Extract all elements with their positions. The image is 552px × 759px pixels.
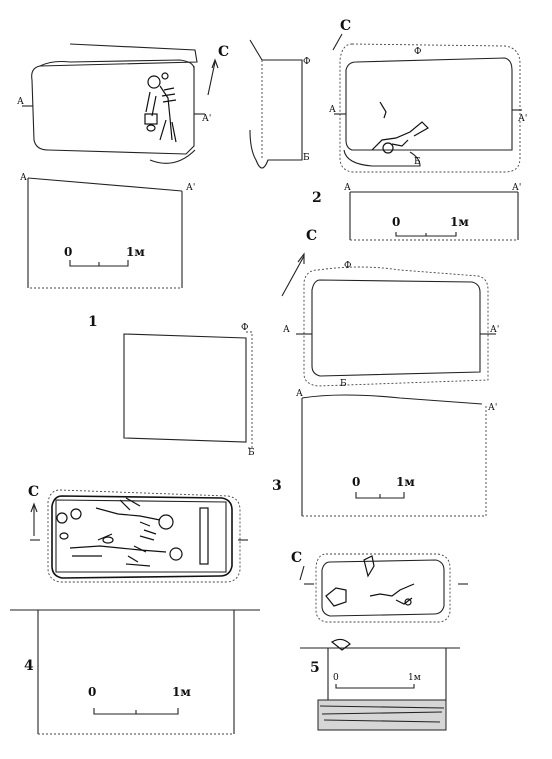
figure-1: А А' С А А' 0 1м 1 <box>17 43 229 330</box>
north-arrow-icon <box>281 252 305 297</box>
figure-3-profile: Ф Б <box>123 323 255 458</box>
figure-4: С 0 1м 4 <box>10 484 260 735</box>
figure-1-plan-label-left: А <box>17 97 24 107</box>
figure-2-north-label: С <box>340 18 351 34</box>
figure-3-scale-one: 1м <box>396 475 415 489</box>
figure-5-scale-one: 1м <box>408 673 421 683</box>
figure-3-plan-label-right: А' <box>490 325 499 335</box>
north-arrow-icon <box>332 33 343 51</box>
figure-3-scale-zero: 0 <box>352 475 360 489</box>
north-arrow-icon <box>30 502 38 536</box>
figure-3-number: 3 <box>272 478 282 494</box>
figure-4-plan <box>30 489 248 583</box>
figure-3-scale-bar <box>355 492 405 499</box>
figure-5: С 0 1м 5 <box>291 550 468 731</box>
figure-5-north-label: С <box>291 550 302 566</box>
figure-2-section <box>349 191 519 241</box>
figure-2-number: 2 <box>312 190 322 206</box>
north-arrow-icon <box>207 58 219 96</box>
skeletons-figure-4 <box>56 497 183 567</box>
figure-4-scale-zero: 0 <box>88 685 96 699</box>
figure-3-profile-mark-top: Ф <box>241 323 248 333</box>
figure-2-scale-one: 1м <box>450 215 469 229</box>
figure-2-scale-bar <box>395 232 457 237</box>
figure-2-plan-mark-bottom: Б <box>414 157 421 167</box>
figure-1-north-label: С <box>218 44 229 60</box>
figure-3-profile-mark-bottom: Б <box>248 448 255 458</box>
figure-2-section-label-left: А <box>344 183 351 193</box>
skeleton-figure-1 <box>144 72 177 143</box>
figure-1-number: 1 <box>88 314 98 330</box>
figure-2-plan-label-left: А <box>329 105 336 115</box>
figure-5-scale-zero: 0 <box>333 673 339 683</box>
figure-3-plan-label-left: А <box>283 325 290 335</box>
figure-5-number: 5 <box>310 660 320 676</box>
figure-5-section <box>300 638 460 731</box>
figure-2-plan-label-right: А' <box>518 114 527 124</box>
figure-1-section-label-right: А' <box>186 183 195 193</box>
north-arrow-icon <box>299 565 305 581</box>
figure-1-section-label-left: А <box>20 173 27 183</box>
figure-3-plan-mark-bottom: Б <box>340 379 347 389</box>
figure-3-section <box>301 394 487 517</box>
figure-3: Ф Б Ф Б А А' С А А' 0 1м <box>123 228 499 517</box>
figure-1-scale-bar <box>69 260 129 267</box>
figure-1-plan <box>22 43 205 164</box>
figure-3-north-label: С <box>306 228 317 244</box>
figure-1-scale-zero: 0 <box>64 245 72 259</box>
skeleton-figure-2 <box>371 101 429 154</box>
figure-3-section-label-left: А <box>296 389 303 399</box>
figure-4-number: 4 <box>24 658 34 674</box>
figure-2-profile: Ф Б <box>249 39 310 169</box>
figure-5-plan <box>304 553 468 623</box>
figure-4-scale-one: 1м <box>172 685 191 699</box>
figure-2-plan-mark-top: Ф <box>414 47 421 57</box>
figure-3-section-label-right: А' <box>488 403 497 413</box>
figure-4-north-label: С <box>28 484 39 500</box>
figure-1-plan-label-right: А' <box>202 114 211 124</box>
figure-2-plan: Ф Б <box>334 43 522 173</box>
burial-objects-figure-5 <box>325 555 415 607</box>
figure-3-plan: Ф Б <box>296 261 496 389</box>
figure-2-section-label-right: А' <box>512 183 521 193</box>
figure-2-profile-mark-bottom: Б <box>303 153 310 163</box>
figure-4-section <box>10 609 260 735</box>
figure-5-scale-bar <box>335 684 415 689</box>
figure-3-plan-mark-top: Ф <box>344 261 351 271</box>
figure-4-scale-bar <box>93 708 179 715</box>
figure-1-scale-one: 1м <box>126 245 145 259</box>
figure-2-profile-mark-top: Ф <box>303 57 310 67</box>
figure-2-scale-zero: 0 <box>392 215 400 229</box>
figure-2: Ф Б Ф Б А А' С <box>249 18 527 241</box>
figure-1-section <box>27 177 183 289</box>
